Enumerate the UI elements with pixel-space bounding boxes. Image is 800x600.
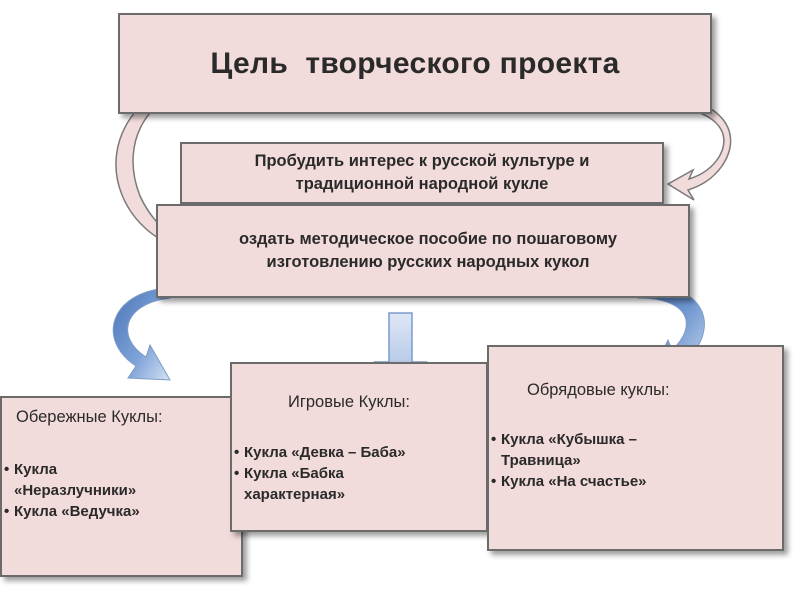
project-goal-box: Цель творческого проекта xyxy=(118,13,712,114)
list-item: •Кукла xyxy=(4,459,234,480)
goal-title: Цель творческого проекта xyxy=(210,46,620,80)
category-title: Игровые Куклы: xyxy=(288,393,410,411)
task-text-line: изготовлению русских народных кукол xyxy=(266,253,590,271)
list-item-continuation: характерная» xyxy=(234,484,484,505)
category-items: •Кукла «Неразлучники» •Кукла «Ведучка» xyxy=(4,459,234,522)
list-item-continuation: Травница» xyxy=(491,450,781,471)
category-box-play-dolls: Игровые Куклы: •Кукла «Девка – Баба» •Ку… xyxy=(230,362,488,532)
curved-arrow-left-blue-icon xyxy=(112,287,171,381)
list-item: •Кукла «Ведучка» xyxy=(4,501,234,522)
bullet-icon: • xyxy=(4,461,10,478)
category-box-protective-dolls: Обережные Куклы: •Кукла «Неразлучники» •… xyxy=(0,396,243,577)
list-item-text: Кукла «Ведучка» xyxy=(14,503,140,520)
list-item: •Кукла «Кубышка – xyxy=(491,429,781,450)
list-item-text: Кукла «Девка – Баба» xyxy=(244,444,406,461)
list-item-text: Травница» xyxy=(501,452,581,469)
task-box-awaken-interest: Пробудить интерес к русской культуре и т… xyxy=(180,142,664,204)
task-text-line: традиционной народной кукле xyxy=(295,175,549,193)
bullet-icon: • xyxy=(491,431,497,448)
bullet-icon: • xyxy=(4,503,10,520)
category-items: •Кукла «Девка – Баба» •Кукла «Бабка хара… xyxy=(234,442,484,505)
category-box-ritual-dolls: Обрядовые куклы: •Кукла «Кубышка – Травн… xyxy=(487,345,784,551)
category-title: Обрядовые куклы: xyxy=(527,381,670,399)
category-title: Обережные Куклы: xyxy=(16,408,163,426)
bullet-icon: • xyxy=(491,473,497,490)
task-text-line: Пробудить интерес к русской культуре и xyxy=(254,152,590,170)
list-item-text: характерная» xyxy=(244,486,346,503)
list-item: •Кукла «Девка – Баба» xyxy=(234,442,484,463)
list-item-text: Кукла «Бабка xyxy=(244,465,344,482)
list-item-text: Кукла xyxy=(14,461,58,478)
task-text-line: оздать методическое пособие по пошаговом… xyxy=(238,230,618,248)
list-item: •Кукла «На счастье» xyxy=(491,471,781,492)
list-item: •Кукла «Бабка xyxy=(234,463,484,484)
list-item-text: Кукла «На счастье» xyxy=(501,473,647,490)
bullet-icon: • xyxy=(234,465,240,482)
bullet-icon: • xyxy=(234,444,240,461)
task-text: Пробудить интерес к русской культуре и т… xyxy=(255,150,590,196)
category-items: •Кукла «Кубышка – Травница» •Кукла «На с… xyxy=(491,429,781,492)
list-item-text: «Неразлучники» xyxy=(14,482,137,499)
list-item-continuation: «Неразлучники» xyxy=(4,480,234,501)
task-box-methodical-guide: оздать методическое пособие по пошаговом… xyxy=(156,204,690,298)
task-text: оздать методическое пособие по пошаговом… xyxy=(229,228,617,274)
list-item-text: Кукла «Кубышка – xyxy=(501,431,638,448)
